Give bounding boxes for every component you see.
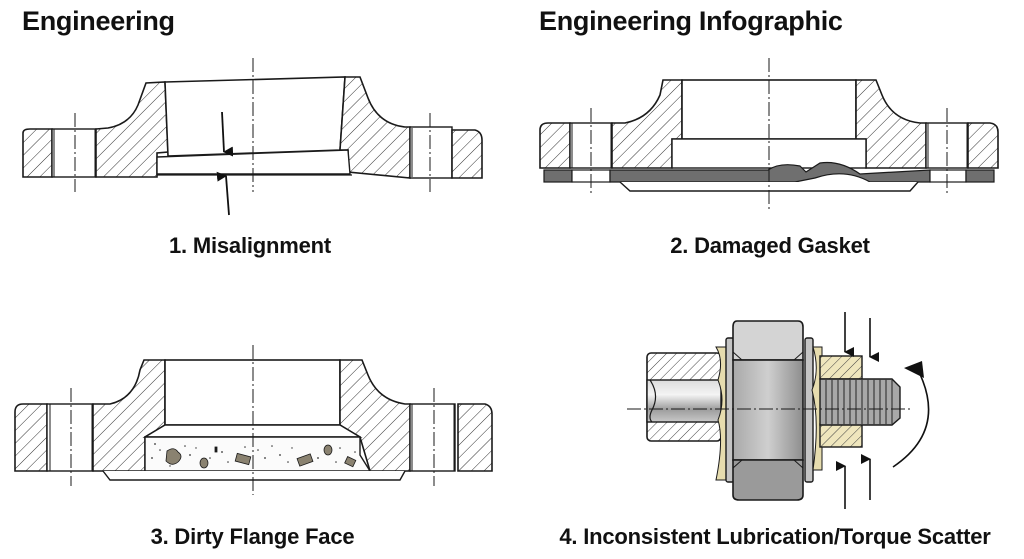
caption-lubrication-torque: 4. Inconsistent Lubrication/Torque Scatt… [559, 524, 991, 549]
dirty-flange-diagram [14, 345, 493, 495]
bolt-torque-diagram [627, 312, 930, 509]
rotation-arrowhead-icon [904, 361, 924, 378]
damaged-gasket-diagram [539, 58, 999, 210]
caption-dirty-flange-face: 3. Dirty Flange Face [150, 524, 355, 549]
dust-specks [151, 443, 356, 467]
caption-misalignment: 1. Misalignment [168, 233, 332, 258]
arrow-up-icon [216, 171, 230, 216]
rotation-arrow-icon [892, 369, 930, 468]
threaded-stud [819, 378, 901, 426]
caption-damaged-gasket: 2. Damaged Gasket [670, 233, 870, 258]
arrow-down-icon [221, 111, 234, 157]
debris-particles [165, 444, 357, 469]
gasket [543, 161, 995, 183]
right-title: Engineering Infographic [539, 6, 843, 36]
left-title: Engineering [22, 6, 175, 36]
misalignment-diagram [22, 58, 483, 216]
hex-nut [732, 320, 804, 501]
